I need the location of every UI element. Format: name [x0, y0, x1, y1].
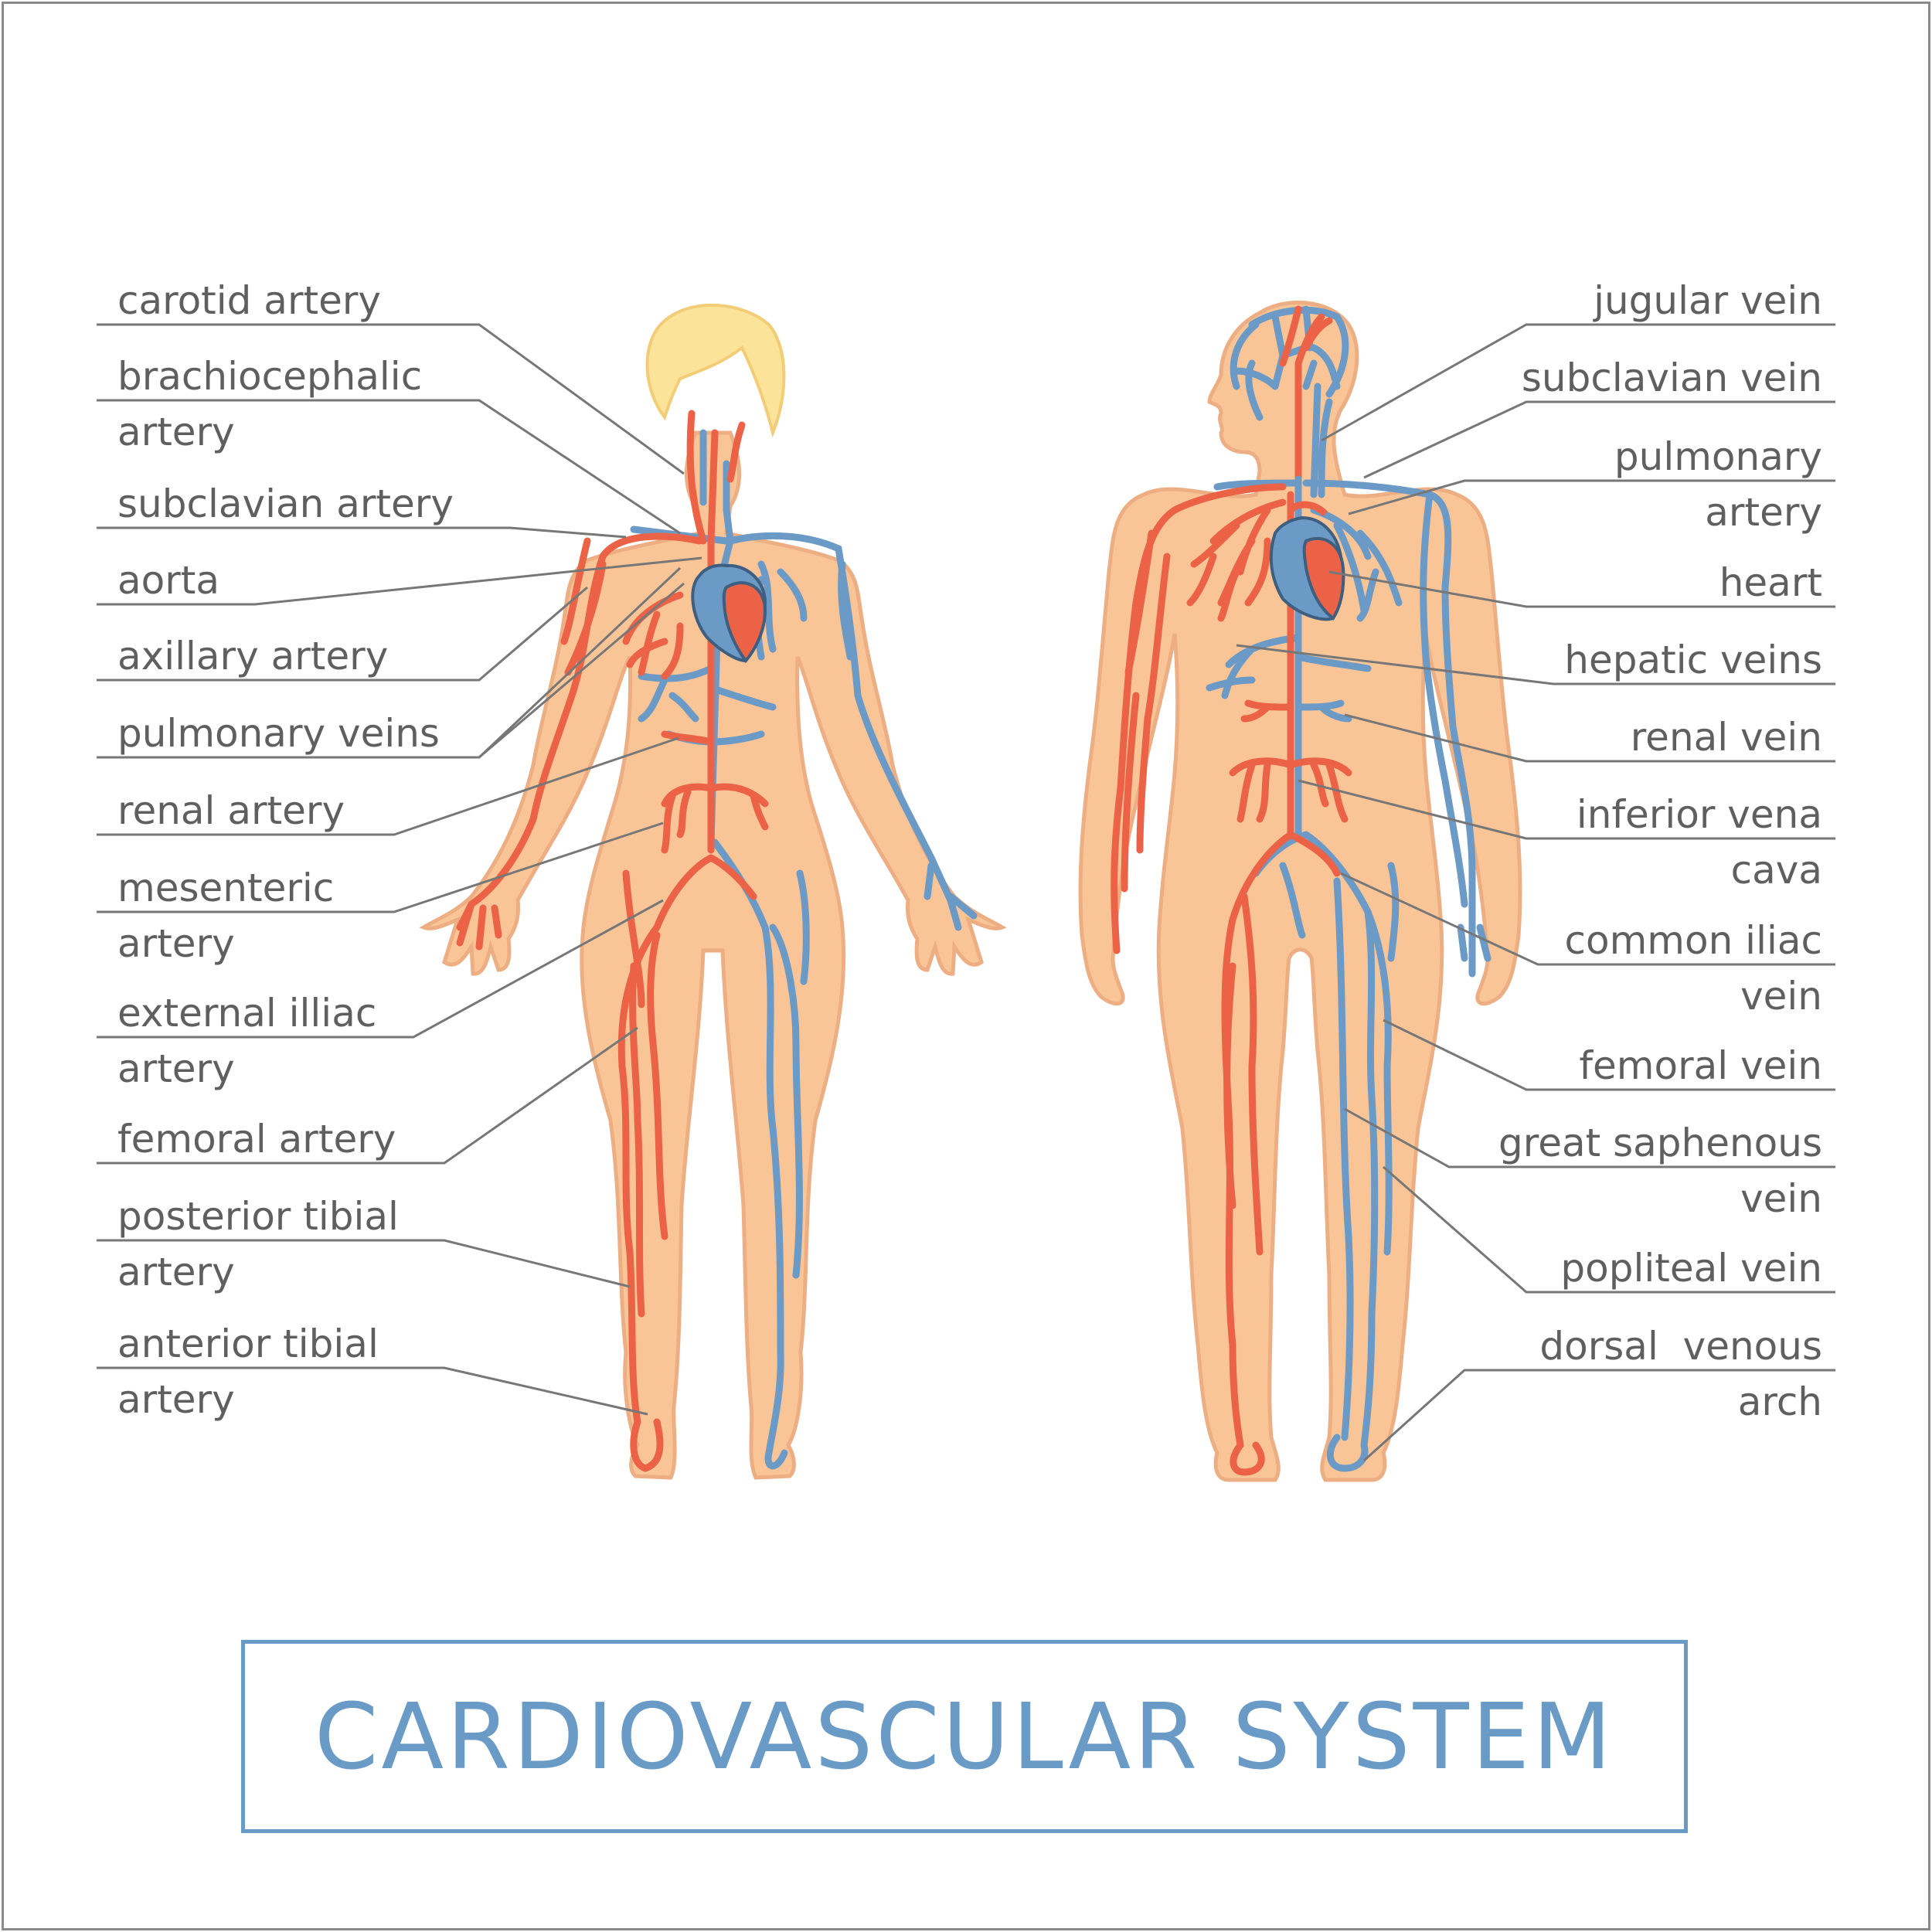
label-popliteal-vein: popliteal vein: [1560, 1246, 1822, 1291]
male-heart: [1269, 501, 1345, 621]
leader-great-saphenous-vein: [1344, 1107, 1835, 1168]
leader-lines: [97, 323, 1835, 1462]
label-pulmonary-artery: pulmonary artery: [1614, 434, 1822, 535]
leader-popliteal-vein: [1383, 1165, 1835, 1294]
leader-femoral-vein: [1383, 1019, 1835, 1091]
leader-brachiocephalic-artery: [97, 399, 681, 535]
leader-axillary-artery: [97, 586, 588, 682]
leader-renal-vein: [1344, 713, 1835, 763]
leader-femoral-artery: [97, 1026, 638, 1165]
label-subclavian-artery: subclavian artery: [117, 481, 454, 526]
title-box: CARDIOVASCULAR SYSTEM: [241, 1640, 1688, 1833]
leader-external-illiac-artery: [97, 899, 664, 1039]
label-renal-artery: renal artery: [117, 788, 345, 833]
leader-pulmonary-artery: [1348, 479, 1835, 515]
page-title: CARDIOVASCULAR SYSTEM: [314, 1683, 1615, 1790]
male-head-vessels: [1230, 305, 1349, 498]
female-hair: [645, 303, 786, 438]
leader-anterior-tibial-artery: [97, 1366, 648, 1416]
label-inferior-vena-cava: inferior vena cava: [1576, 792, 1822, 893]
label-subclavian-vein: subclavian vein: [1521, 355, 1822, 400]
label-mesenteric-artery: mesenteric artery: [117, 866, 335, 966]
male-veins: [1206, 475, 1492, 1472]
leader-subclavian-vein: [1363, 400, 1835, 479]
label-posterior-tibial-artery: posterior tibial artery: [117, 1194, 399, 1294]
leader-jugular-vein: [1321, 323, 1835, 442]
label-femoral-vein: femoral vein: [1579, 1043, 1822, 1088]
female-heart: [691, 563, 767, 664]
label-pulmonary-veins: pulmonary veins: [117, 711, 440, 756]
leader-common-iliac-vein: [1340, 872, 1835, 966]
leader-posterior-tibial-artery: [97, 1239, 631, 1288]
leader-carotid-artery: [97, 323, 685, 475]
leader-aorta: [97, 556, 702, 606]
label-heart: heart: [1719, 560, 1822, 605]
label-axillary-artery: axillary artery: [117, 634, 389, 679]
male-body-silhouette: [1078, 301, 1522, 1482]
leader-heart: [1328, 570, 1835, 608]
label-aorta: aorta: [117, 558, 220, 603]
label-carotid-artery: carotid artery: [117, 278, 382, 323]
male-figure: [1078, 301, 1522, 1482]
label-great-saphenous-vein: great saphenous vein: [1498, 1121, 1822, 1221]
label-hepatic-veins: hepatic veins: [1564, 638, 1822, 682]
label-femoral-artery: femoral artery: [117, 1117, 396, 1162]
label-jugular-vein: jugular vein: [1594, 278, 1822, 323]
leader-hepatic-veins: [1236, 644, 1835, 685]
label-brachiocephalic-artery: brachiocephalic artery: [117, 354, 423, 454]
leader-dorsal-venous-arch: [1362, 1369, 1835, 1462]
label-renal-vein: renal vein: [1630, 715, 1822, 760]
leader-inferior-vena-cava: [1298, 779, 1835, 840]
label-external-illiac-artery: external illiac artery: [117, 991, 377, 1091]
male-arteries: [1111, 483, 1352, 1476]
leader-mesenteric-artery: [97, 821, 664, 913]
female-arteries: [456, 410, 769, 1472]
leader-renal-artery: [97, 736, 679, 836]
label-dorsal-venous-arch: dorsal venous arch: [1539, 1324, 1822, 1424]
label-common-iliac-vein: common iliac vein: [1564, 918, 1822, 1019]
label-anterior-tibial-artery: anterior tibial artery: [117, 1321, 379, 1422]
leader-subclavian-artery: [97, 526, 627, 539]
female-figure: [419, 303, 1007, 1480]
